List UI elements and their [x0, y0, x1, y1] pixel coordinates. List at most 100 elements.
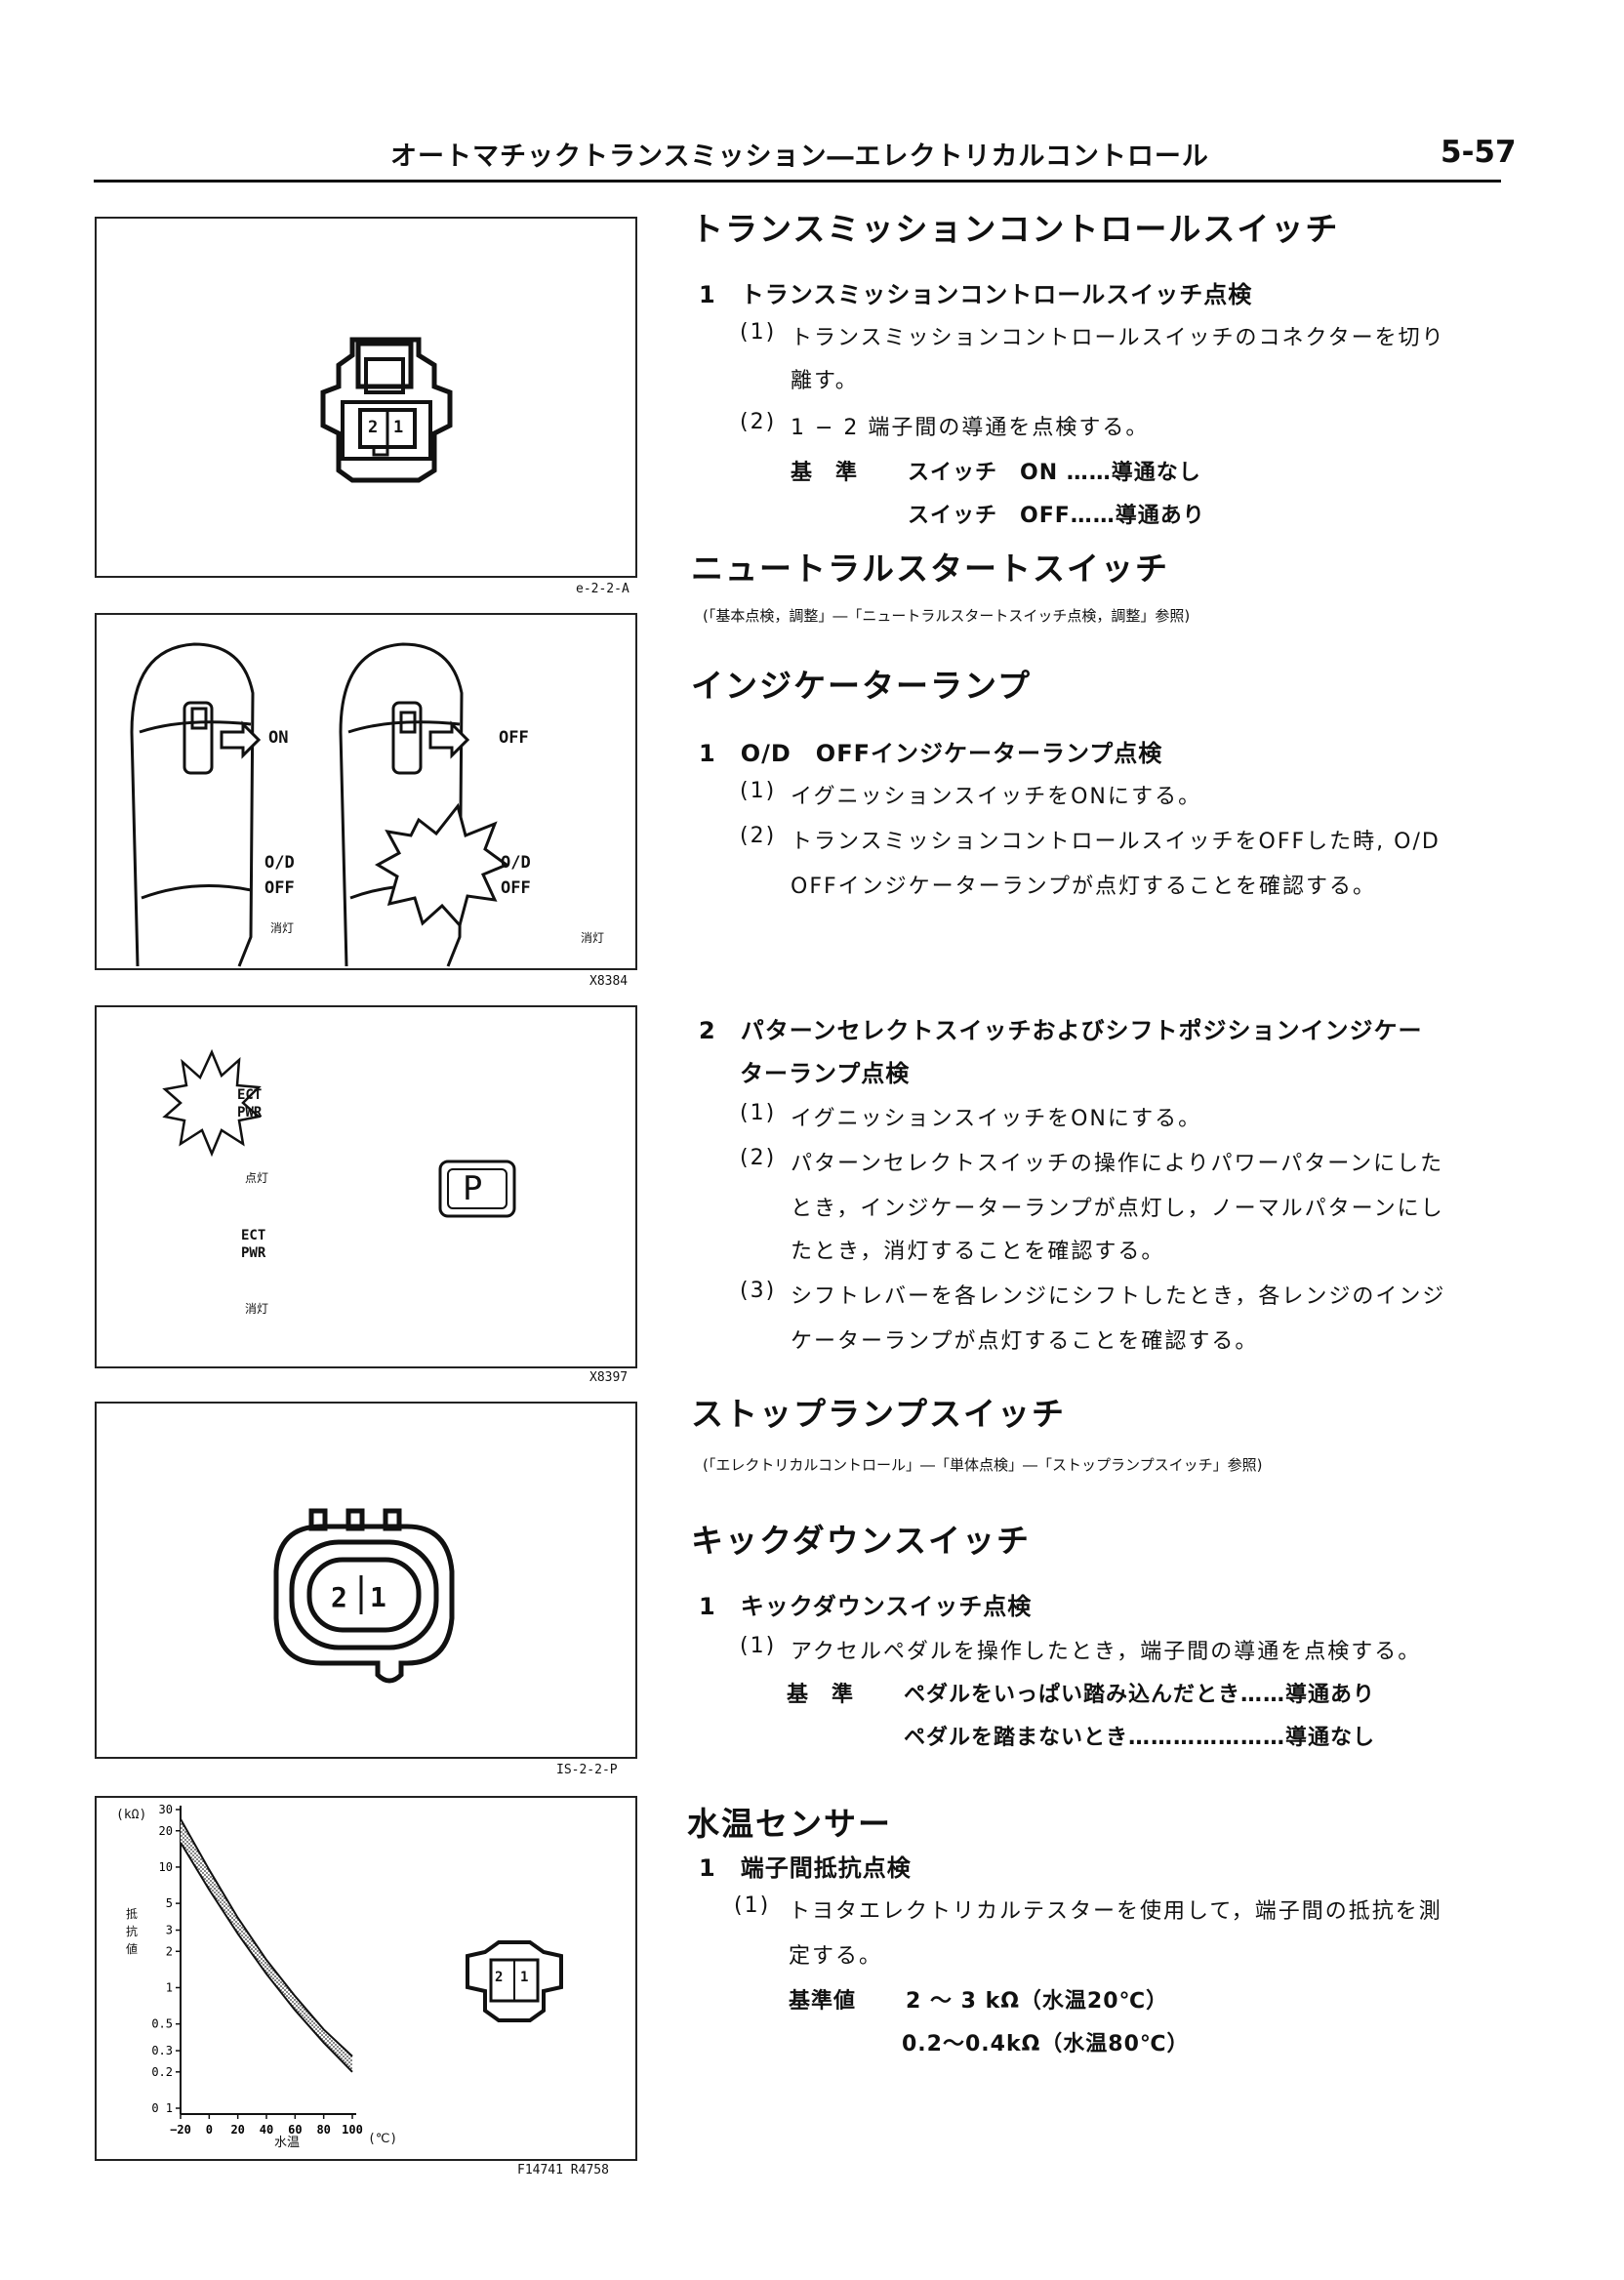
pin-label-2: 2	[331, 1581, 347, 1613]
step-lamp-2-cont: ターランプ点検	[740, 1060, 911, 1087]
section-title-kick: キックダウンスイッチ	[691, 1522, 1032, 1560]
num: (2)	[740, 1146, 777, 1170]
pin-label-1: 1	[520, 1970, 529, 1985]
figure-code: IS-2-2-P	[556, 1763, 618, 1777]
std-label: 基 準	[791, 461, 859, 485]
text: とき，インジケーターランプが点灯し，ノーマルパターンにし	[791, 1197, 1444, 1221]
text: イグニッションスイッチをONにする。	[791, 1107, 1202, 1131]
indicator-drawing	[162, 1048, 516, 1218]
section-title-water: 水温センサー	[687, 1805, 892, 1843]
step-water-1: 1 端子間抵抗点検	[699, 1854, 912, 1882]
unlit-label: 消灯	[245, 1302, 269, 1316]
num: (2)	[740, 410, 777, 434]
text: トランスミッションコントロールスイッチのコネクターを切り	[791, 326, 1445, 350]
num: (1)	[734, 1893, 771, 1918]
std-value: 2 〜 3 kΩ（水温20℃）	[906, 1989, 1169, 2014]
text: たとき，消灯することを確認する。	[791, 1240, 1165, 1264]
y-tick-label: 0.3	[151, 2044, 173, 2057]
y-tick-label: 2	[166, 1944, 173, 1958]
figure-code: F14741 R4758	[517, 2163, 609, 2178]
figure-code: e-2-2-A	[576, 582, 629, 596]
y-tick-label: 3	[166, 1924, 173, 1937]
kickdown-connector-drawing	[273, 1508, 455, 1684]
y-axis-label: 抵抗値	[126, 1907, 139, 1956]
y-tick-label: 10	[159, 1860, 173, 1874]
off-label: OFF	[499, 728, 529, 748]
x-tick-label: 60	[288, 2123, 302, 2137]
unlit-label-right: 消灯	[581, 931, 605, 945]
x-axis-label: 水温	[274, 2136, 301, 2150]
step-tcs-1: 1 トランスミッションコントロールスイッチ点検	[699, 281, 1253, 308]
std-label: 基 準	[787, 1683, 855, 1707]
num: (2)	[740, 824, 777, 848]
pin-label-2: 2	[368, 418, 379, 437]
lit-label: 点灯	[245, 1171, 269, 1185]
text: パターンセレクトスイッチの操作によりパワーパターンにした	[791, 1152, 1444, 1176]
pin-label-1: 1	[370, 1581, 386, 1613]
text: OFFインジケーターランプが点灯することを確認する。	[791, 875, 1376, 899]
x-tick-label: 80	[316, 2123, 330, 2137]
y-tick-label: 0.5	[151, 2017, 173, 2031]
num: (1)	[740, 779, 777, 803]
text: トヨタエレクトリカルテスターを使用して，端子間の抵抗を測	[789, 1899, 1442, 1924]
figure-ect-pwr: ECT PWR 点灯 P ECT PWR 消灯	[95, 1005, 637, 1368]
step-lamp-2: 2 パターンセレクトスイッチおよびシフトポジションインジケー	[699, 1017, 1423, 1044]
section-title-stop: ストップランプスイッチ	[691, 1395, 1067, 1433]
std-value: ペダルを踏まないとき…………………導通なし	[904, 1726, 1376, 1750]
y-tick-label: 20	[159, 1824, 173, 1838]
num: (1)	[740, 1101, 777, 1125]
reference: (「基本点検，調整」―「ニュートラルスタートスイッチ点検，調整」参照)	[703, 607, 1191, 625]
figure-code: X8397	[589, 1370, 629, 1385]
num: (1)	[740, 320, 777, 345]
figure-tcs-connector: 2 1	[95, 217, 637, 578]
pin-label-1: 1	[393, 418, 404, 437]
upper-limit-line	[180, 1818, 353, 2057]
text: アクセルペダルを操作したとき，端子間の導通を点検する。	[791, 1640, 1422, 1664]
text: 定する。	[789, 1944, 883, 1969]
x-unit: (℃)	[368, 2132, 398, 2146]
step-lamp-1: 1 O/D OFFインジケーターランプ点検	[699, 740, 1163, 767]
text: イグニッションスイッチをONにする。	[791, 785, 1202, 809]
std-value: ペダルをいっぱい踏み込んだとき……導通あり	[904, 1683, 1376, 1707]
std-label: 基準値	[789, 1989, 857, 2014]
tcs-connector-drawing	[320, 337, 453, 483]
y-tick-label: 1	[166, 1980, 173, 1994]
y-tick-label: 0.2	[151, 2065, 173, 2079]
std-value: スイッチ ON ……導通なし	[908, 461, 1201, 485]
od-off-label-left: OFF	[264, 878, 295, 898]
text: 離す。	[791, 369, 859, 393]
on-label: ON	[268, 728, 289, 748]
figure-kickdown-connector: 2 1	[95, 1402, 637, 1759]
section-title-lamp: インジケーターランプ	[691, 667, 1033, 705]
num: (3)	[740, 1279, 777, 1303]
section-title-nss: ニュートラルスタートスイッチ	[691, 550, 1169, 588]
x-tick-label: 100	[342, 2123, 363, 2137]
text: ケーターランプが点灯することを確認する。	[791, 1329, 1259, 1354]
figure-od-switch: ON OFF O/D OFF O/D OFF 消灯 消灯	[95, 613, 637, 970]
x-tick-label: −20	[170, 2123, 191, 2137]
y-unit: (kΩ)	[116, 1808, 147, 1822]
od-off-label-right: OFF	[501, 878, 531, 898]
chapter-title: オートマチックトランスミッション―エレクトリカルコントロール	[390, 142, 1209, 172]
section-title-tcs: トランスミッションコントロールスイッチ	[691, 210, 1340, 248]
std-value: 0.2〜0.4kΩ（水温80℃）	[902, 2032, 1190, 2056]
od-label-right: O/D	[501, 853, 531, 873]
header-rule	[94, 180, 1501, 183]
x-tick-label: 40	[260, 2123, 273, 2137]
num: (1)	[740, 1634, 777, 1658]
shift-lever-drawing	[130, 642, 510, 967]
x-tick-label: 20	[230, 2123, 244, 2137]
p-indicator: P	[463, 1169, 483, 1208]
step-kick-1: 1 キックダウンスイッチ点検	[699, 1593, 1033, 1620]
x-tick-label: 0	[206, 2123, 213, 2137]
pwr-label: PWR	[241, 1245, 266, 1261]
text: 1 − 2 端子間の導通を点検する。	[791, 416, 1150, 440]
y-tick-label: 5	[166, 1896, 173, 1910]
y-tick-label: 0 1	[151, 2101, 173, 2115]
pwr-label-lit: PWR	[237, 1105, 263, 1120]
od-label-left: O/D	[264, 853, 295, 873]
figure-code: X8384	[589, 974, 629, 989]
resistance-band	[181, 1818, 352, 2072]
